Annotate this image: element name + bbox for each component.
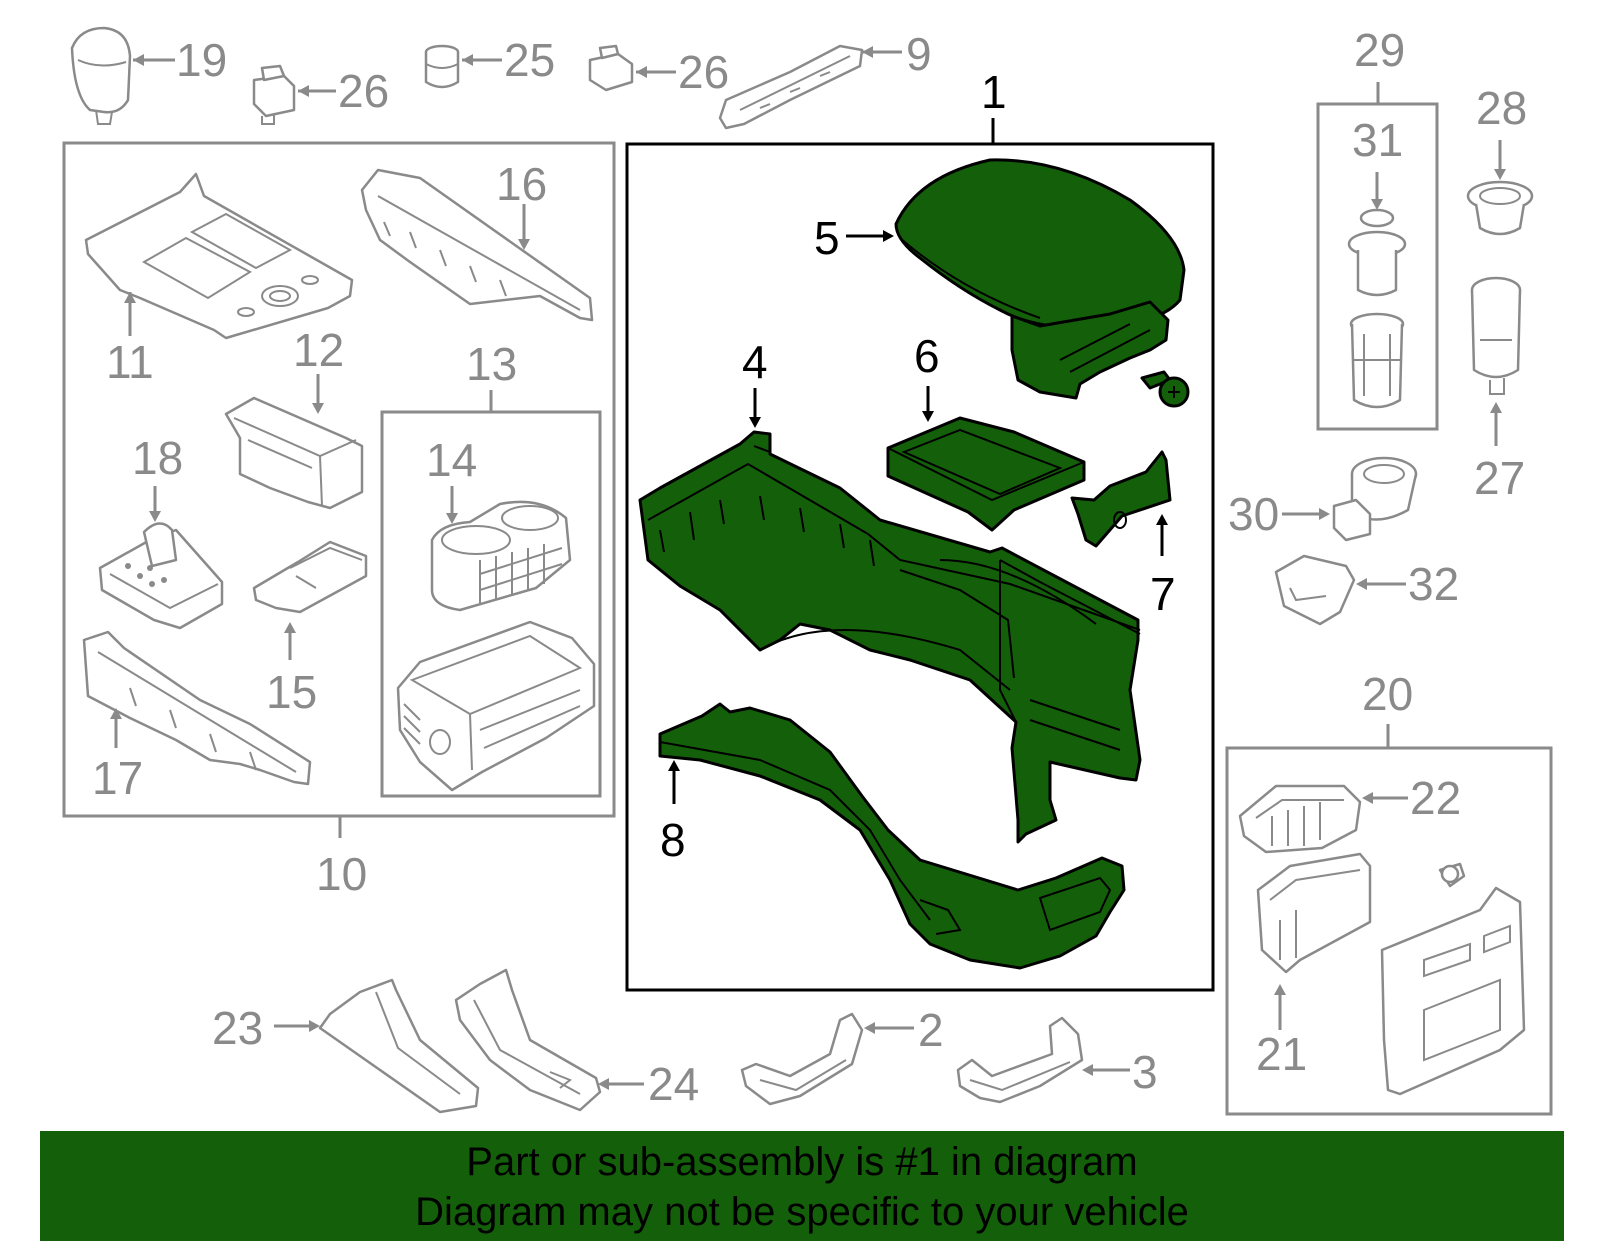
part-16-long-bracket — [360, 168, 594, 322]
part-30-socket-housing — [1332, 456, 1418, 542]
callout-19: 19 — [176, 34, 227, 86]
banner-background — [40, 1131, 1564, 1241]
part-13-cupholder-housing — [396, 620, 596, 792]
callout-26-right: 26 — [678, 46, 729, 98]
part-31-cigar-lighter — [1347, 208, 1407, 409]
part-18-shifter-indicator — [98, 522, 224, 630]
part-14-cupholder — [430, 500, 572, 612]
callout-32: 32 — [1408, 558, 1459, 610]
callout-11: 11 — [106, 336, 154, 388]
part-19-shift-knob — [70, 26, 132, 125]
callout-13: 13 — [466, 338, 517, 390]
callout-28: 28 — [1476, 82, 1527, 134]
callout-29: 29 — [1354, 24, 1405, 76]
part-22-air-vent — [1238, 784, 1362, 854]
part-21-vent-housing — [1256, 852, 1372, 974]
part-23-trim — [318, 978, 480, 1114]
part-8-side-panel — [658, 702, 1126, 970]
callout-25: 25 — [504, 34, 555, 86]
part-32-bracket — [1274, 554, 1356, 626]
part-5-armrest-lid — [894, 158, 1186, 400]
callout-6: 6 — [914, 330, 940, 382]
info-banner: Part or sub-assembly is #1 in diagram Di… — [40, 1131, 1564, 1241]
part-25-cap — [424, 44, 460, 89]
part-24-trim — [454, 968, 602, 1112]
callout-23: 23 — [212, 1002, 263, 1054]
callout-26-left: 26 — [338, 65, 389, 117]
callout-8: 8 — [660, 814, 686, 866]
group-box-1 — [625, 142, 1215, 992]
part-27-power-socket — [1470, 276, 1522, 395]
callout-7: 7 — [1150, 568, 1176, 620]
callout-2: 2 — [918, 1004, 944, 1056]
part-3-bracket — [956, 1016, 1084, 1104]
callout-1: 1 — [981, 66, 1007, 118]
part-9-trim-strip — [718, 44, 864, 130]
callout-15: 15 — [266, 666, 317, 718]
callout-17: 17 — [92, 752, 143, 804]
part-28-socket-ring — [1466, 180, 1534, 236]
callout-4: 4 — [742, 336, 768, 388]
callout-24: 24 — [648, 1058, 699, 1110]
callout-31: 31 — [1352, 114, 1403, 166]
callout-18: 18 — [132, 432, 183, 484]
part-26-clip-right — [588, 44, 634, 92]
part-6-storage-tray — [886, 416, 1086, 532]
part-26-clip-left — [252, 64, 296, 125]
callout-27: 27 — [1474, 452, 1525, 504]
part-12-switch-module — [224, 396, 364, 510]
callout-21: 21 — [1256, 1028, 1307, 1080]
callout-22: 22 — [1410, 772, 1461, 824]
callout-3: 3 — [1132, 1046, 1158, 1098]
part-7-bracket — [1070, 450, 1172, 548]
banner-line-2: Diagram may not be specific to your vehi… — [415, 1190, 1189, 1234]
callout-10: 10 — [316, 848, 367, 900]
part-20-rear-panel — [1380, 862, 1526, 1096]
callout-9: 9 — [906, 28, 932, 80]
part-15-small-switch — [252, 540, 368, 614]
callout-14: 14 — [426, 434, 477, 486]
callout-16: 16 — [496, 158, 547, 210]
banner-line-1: Part or sub-assembly is #1 in diagram — [466, 1140, 1138, 1184]
part-11-bezel-panel — [84, 172, 354, 340]
part-4-console-body — [638, 430, 1142, 844]
callout-30: 30 — [1228, 488, 1279, 540]
part-17-lower-bracket — [82, 630, 312, 786]
callout-12: 12 — [293, 324, 344, 376]
part-screw — [1140, 370, 1190, 408]
callout-20: 20 — [1362, 668, 1413, 720]
callout-5: 5 — [814, 212, 840, 264]
part-2-bracket — [740, 1012, 864, 1106]
